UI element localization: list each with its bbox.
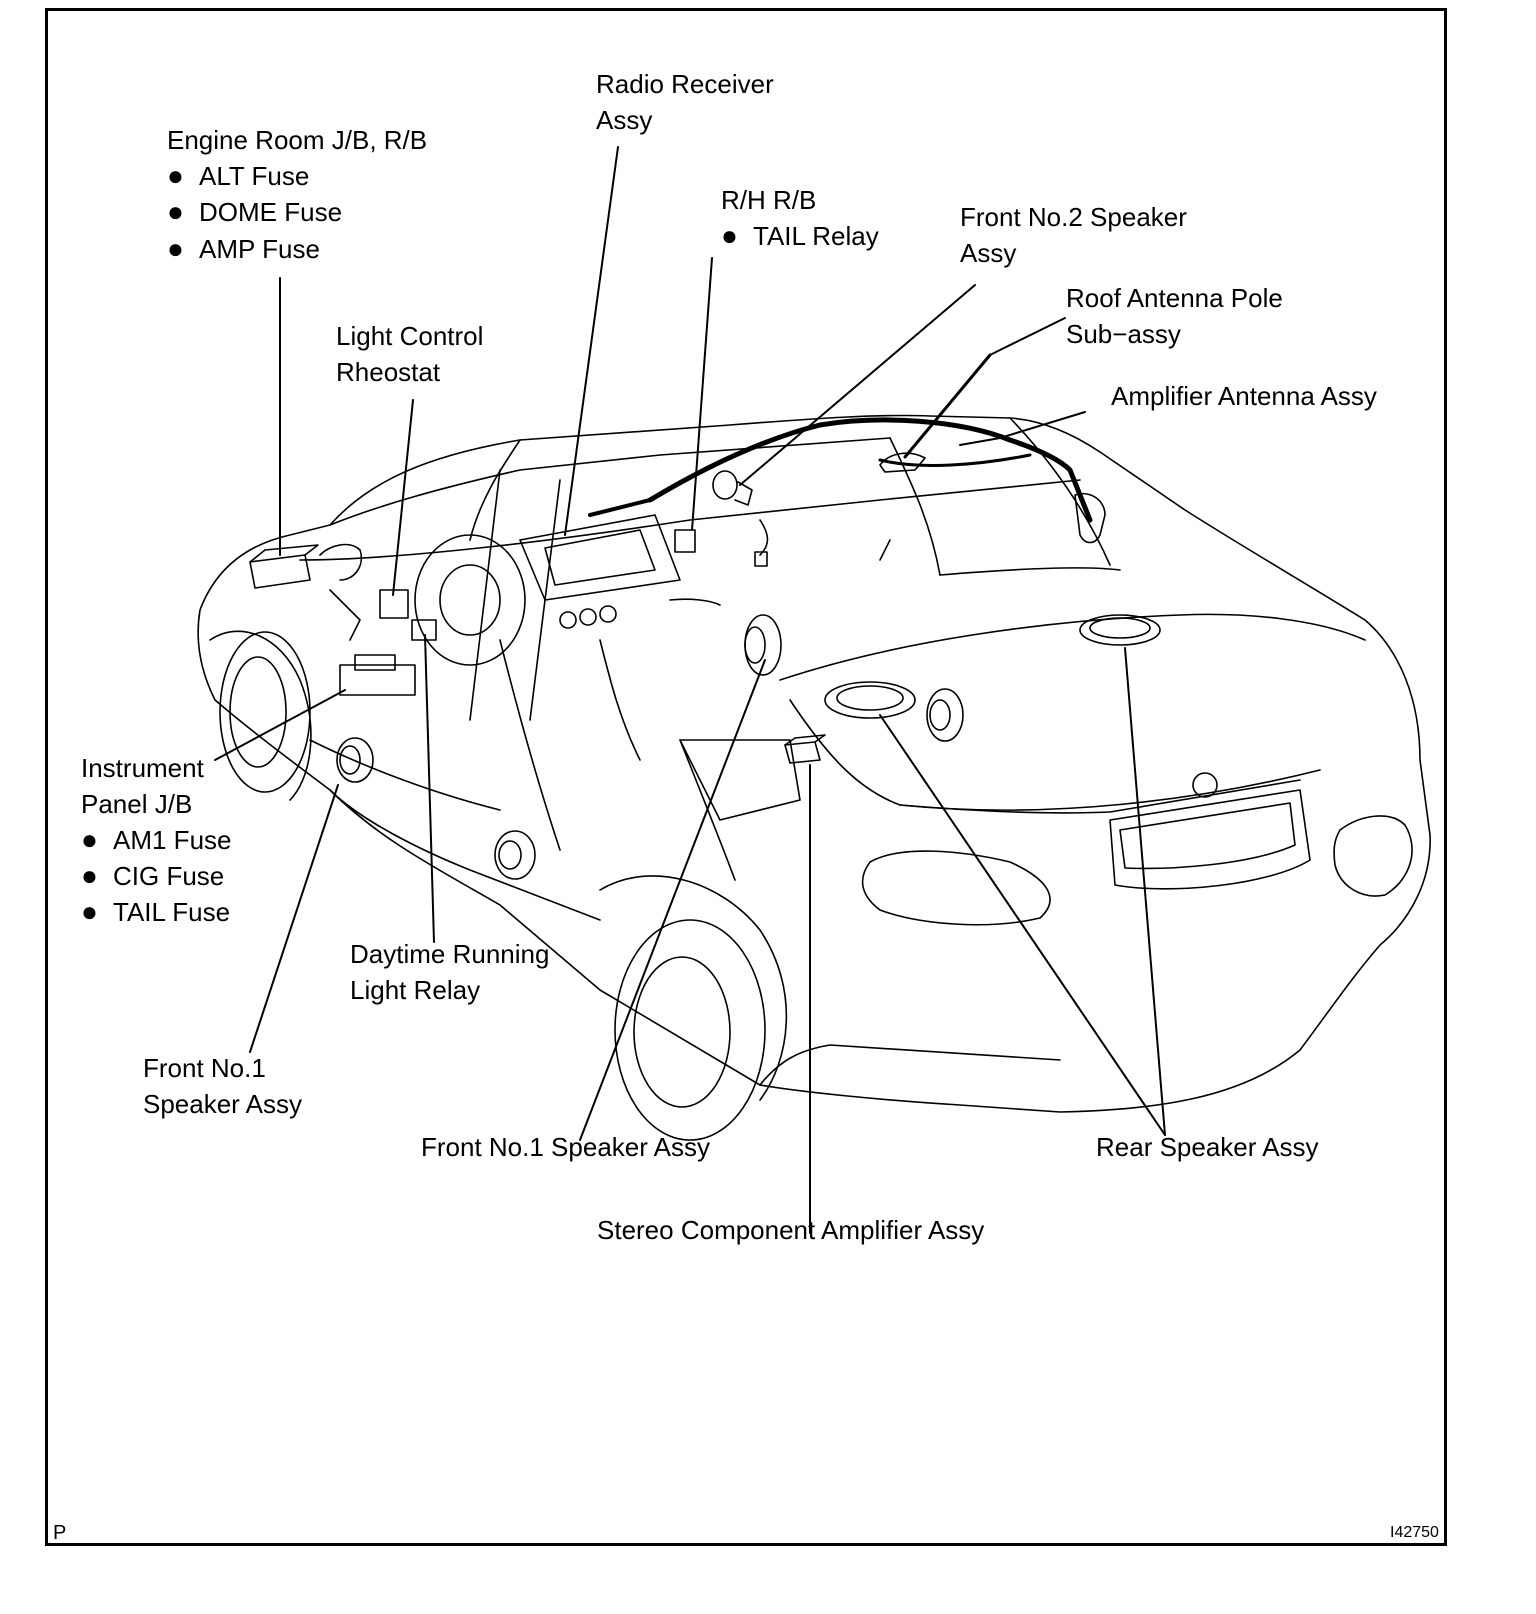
instrument-panel-label-line1: Instrument — [81, 753, 204, 783]
radio-receiver-label-line1: Radio Receiver — [596, 69, 774, 99]
engine-room-jb-label: Engine Room J/B, R/B — [167, 125, 428, 155]
corner-code-left: P — [53, 1522, 67, 1544]
amplifier-antenna-label: Amplifier Antenna Assy — [1111, 381, 1377, 411]
dome-fuse-label: DOME Fuse — [167, 194, 342, 230]
front-no1-speaker-center-label: Front No.1 Speaker Assy — [421, 1132, 711, 1162]
instrument-panel-label-line2: Panel J/B — [81, 789, 193, 819]
stereo-amplifier-label: Stereo Component Amplifier Assy — [597, 1215, 985, 1245]
diagram-frame — [45, 8, 1447, 1546]
figure-number: I42750 — [1390, 1524, 1439, 1541]
rear-speaker-label: Rear Speaker Assy — [1096, 1132, 1319, 1162]
light-control-label-line1: Light Control — [336, 321, 484, 351]
front-no2-speaker-label-line2: Assy — [960, 238, 1017, 268]
leader-lines — [214, 146, 1166, 1234]
am1-fuse-label: AM1 Fuse — [81, 822, 232, 858]
front-no1-speaker-left-label-line1: Front No.1 — [143, 1053, 266, 1083]
daytime-relay-label-line2: Light Relay — [350, 975, 481, 1005]
components — [249, 353, 1161, 880]
front-no2-speaker-label-line1: Front No.2 Speaker — [960, 202, 1187, 232]
light-control-label-line2: Rheostat — [336, 357, 441, 387]
amp-fuse-label: AMP Fuse — [167, 231, 320, 267]
front-no1-speaker-left-label-line2: Speaker Assy — [143, 1089, 302, 1119]
roof-antenna-label-line1: Roof Antenna Pole — [1066, 283, 1283, 313]
tail-fuse-label: TAIL Fuse — [81, 894, 230, 930]
alt-fuse-label: ALT Fuse — [167, 158, 309, 194]
cig-fuse-label: CIG Fuse — [81, 858, 224, 894]
roof-antenna-label-line2: Sub−assy — [1066, 319, 1181, 349]
tail-relay-label: TAIL Relay — [721, 218, 879, 254]
rh-rb-label: R/H R/B — [721, 185, 817, 215]
car-body-outline — [197, 414, 1431, 1141]
radio-receiver-label-line2: Assy — [596, 105, 653, 135]
daytime-relay-label-line1: Daytime Running — [350, 939, 550, 969]
